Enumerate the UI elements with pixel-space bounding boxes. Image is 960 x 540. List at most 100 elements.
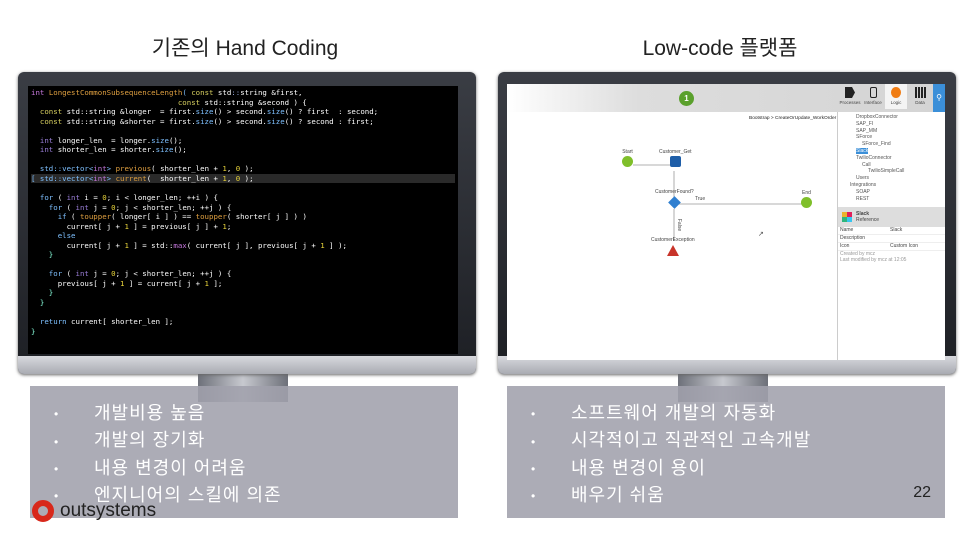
if-icon (667, 196, 681, 209)
flow-if[interactable]: CustomerFound? (655, 189, 694, 210)
tree-item[interactable]: SAP_FI (856, 120, 874, 127)
left-bullet-box: •개발비용 높음•개발의 장기화•내용 변경이 어려움•엔지니어의 스킬에 의존 (30, 386, 458, 518)
logic-icon (891, 87, 901, 98)
tab-processes[interactable]: Processes (839, 87, 861, 105)
end-icon (801, 197, 812, 208)
bullet-icon: • (531, 489, 537, 503)
logo-ring-icon (32, 500, 54, 522)
bullet-icon: • (54, 489, 60, 503)
tab-interface[interactable]: Interface (862, 87, 884, 105)
bullet-item: •내용 변경이 용이 (531, 455, 811, 482)
tree-item[interactable]: SOAP (856, 188, 870, 195)
bullet-item: •소프트웨어 개발의 자동화 (531, 400, 811, 427)
right-bullet-box: •소프트웨어 개발의 자동화•시각적이고 직관적인 고속개발•내용 변경이 용이… (507, 386, 945, 518)
code-line: const std::string &second ) { (177, 97, 307, 107)
code-line: previous[ j + 1 ] = current[ j + 1 ]; (31, 278, 223, 288)
start-icon (622, 156, 633, 167)
processes-icon (845, 87, 855, 98)
code-line: const std::string &shorter = first.size(… (31, 116, 374, 126)
breadcrumb[interactable]: Bootstrap > CreateOrUpdate_WorkOrder (749, 116, 837, 121)
code-line: } (31, 250, 54, 260)
right-bullets: •소프트웨어 개발의 자동화•시각적이고 직관적인 고속개발•내용 변경이 용이… (531, 400, 811, 509)
flow-start[interactable]: Start (622, 149, 633, 168)
search-button[interactable]: ⚲ (933, 84, 945, 112)
slack-icon (842, 212, 852, 222)
grid-icon (914, 87, 926, 98)
code-line (31, 260, 455, 270)
code-line: else (31, 231, 76, 241)
bullet-icon: • (531, 434, 537, 449)
bullet-icon: • (531, 461, 537, 476)
property-footer: Created by mcz (840, 251, 876, 257)
outsystems-logo: outsystems (32, 500, 156, 522)
tree-item[interactable]: REST (856, 195, 870, 202)
tree-item[interactable]: SForce_Find (862, 141, 891, 148)
code-line: for ( int j = 0; j < shorter_len; ++j ) … (31, 269, 232, 279)
code-line (31, 155, 455, 165)
aggregate-icon (669, 156, 681, 167)
left-bullets: •개발비용 높음•개발의 장기화•내용 변경이 어려움•엔지니어의 스킬에 의존 (54, 400, 282, 509)
tree-item[interactable]: Slack (856, 147, 869, 154)
bullet-item: •내용 변경이 어려움 (54, 455, 282, 482)
flow-customer-get[interactable]: Customer_Get (659, 149, 692, 168)
code-line: return current[ shorter_len ]; (31, 317, 174, 327)
code-line: int shorter_len = shorter.size(); (31, 145, 187, 155)
bullet-item: •개발비용 높음 (54, 400, 282, 427)
code-line: for ( int j = 0; j < shorter_len; ++j ) … (31, 202, 232, 212)
tree-item[interactable]: Integrations (850, 181, 877, 188)
code-line: [ std::vector<int> current( shorter_len … (31, 173, 455, 184)
bullet-item: •시각적이고 직관적인 고속개발 (531, 427, 811, 454)
code-line (31, 183, 455, 193)
code-line: if ( toupper( longer[ i ] ) == toupper( … (31, 212, 307, 222)
tree-item[interactable]: Call (862, 161, 871, 168)
flow-connectors (633, 164, 805, 241)
bullet-icon: • (54, 461, 60, 476)
code-line: int LongestCommonSubsequenceLength( cons… (31, 88, 303, 97)
code-line: } (31, 298, 45, 308)
bullet-item: •개발의 장기화 (54, 427, 282, 454)
code-editor: int LongestCommonSubsequenceLength( cons… (28, 86, 458, 354)
property-row[interactable]: Description (838, 235, 945, 243)
bullet-icon: • (531, 407, 537, 422)
step-badge: 1 (679, 91, 694, 106)
bullet-icon: • (54, 407, 60, 422)
code-line: std::vector<int> previous( shorter_len +… (31, 164, 254, 174)
code-line: current[ j + 1 ] = std::max( current[ j … (31, 240, 347, 250)
right-monitor: 1 Processes Interface Logic Data ⚲ Boots… (498, 72, 956, 374)
code-line: const std::string &longer = first.size()… (31, 107, 379, 117)
property-footer: Last modified by mcz at 12:05 (840, 257, 907, 263)
code-line (31, 308, 455, 318)
left-title: 기존의 Hand Coding (151, 37, 339, 60)
warning-icon (666, 245, 679, 256)
code-line (31, 126, 455, 136)
tree-item[interactable]: TwilioSimpleCall (868, 168, 905, 175)
flow-end[interactable]: End (801, 190, 812, 209)
bullet-item: •배우기 쉬움 (531, 482, 811, 509)
left-monitor: int LongestCommonSubsequenceLength( cons… (18, 72, 476, 374)
code-line: } (31, 288, 54, 298)
bullet-item: •엔지니어의 스킬에 의존 (54, 482, 282, 509)
tree-item[interactable]: Users (856, 175, 870, 182)
code-line: int longer_len = longer.size(); (31, 135, 183, 145)
tab-data[interactable]: Data (909, 87, 931, 105)
bullet-icon: • (54, 434, 60, 449)
tree-item[interactable]: TwilioConnector (856, 154, 892, 161)
page-number: 22 (913, 484, 931, 501)
tab-logic[interactable]: Logic (885, 84, 907, 109)
tree-item[interactable]: SForce (856, 134, 873, 141)
code-line: for ( int i = 0; i < longer_len; ++i ) { (31, 193, 218, 203)
mouse-cursor-icon: ↗ (758, 231, 764, 238)
phone-icon (869, 87, 877, 98)
right-title: Low-code 플랫폼 (642, 37, 798, 60)
lowcode-ide: 1 Processes Interface Logic Data ⚲ Boots… (507, 84, 945, 360)
tree-item[interactable]: DropboxConnector (856, 114, 898, 120)
flow-exception[interactable]: CustomerException (651, 237, 695, 258)
code-line: current[ j + 1 ] = previous[ j ] + 1; (31, 221, 232, 231)
tree-item[interactable]: SAP_MM (856, 127, 878, 134)
code-line: } (31, 326, 36, 336)
